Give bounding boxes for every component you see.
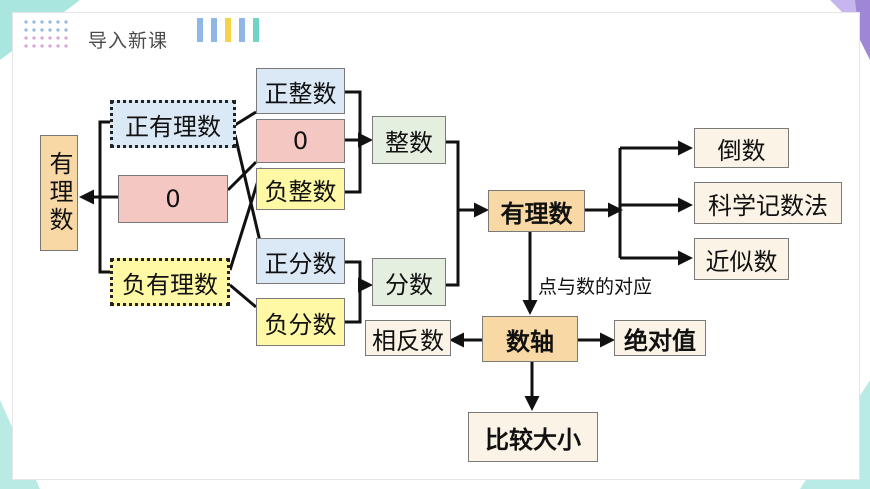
node-negative-integer: 负整数 [256, 168, 345, 210]
node-rational-left-text: 有理数 [45, 151, 73, 235]
label-point-number-correspondence: 点与数的对应 [538, 276, 653, 298]
page-title: 导入新课 [88, 30, 169, 52]
node-positive-integer: 正整数 [256, 68, 345, 114]
node-scientific-notation: 科学记数法 [694, 182, 842, 224]
node-rational-center: 有理数 [488, 190, 585, 232]
node-negative-rational: 负有理数 [110, 258, 230, 306]
node-reciprocal: 倒数 [694, 128, 789, 168]
node-approximate-number: 近似数 [694, 238, 789, 280]
node-number-line: 数轴 [482, 316, 578, 362]
node-fraction: 分数 [372, 258, 446, 306]
node-absolute-value: 绝对值 [614, 320, 706, 356]
stripes-icon [197, 18, 259, 42]
node-rational-left: 有理数 [40, 135, 78, 251]
node-zero-left: 0 [118, 175, 228, 223]
node-positive-rational: 正有理数 [110, 100, 236, 148]
node-integer: 整数 [372, 116, 446, 164]
node-positive-fraction: 正分数 [256, 238, 345, 284]
node-negative-fraction: 负分数 [256, 298, 345, 346]
node-compare-size: 比较大小 [468, 412, 598, 462]
dot-grid-icon [24, 20, 68, 48]
node-zero-mid: 0 [256, 119, 345, 163]
node-opposite-number: 相反数 [365, 320, 451, 356]
